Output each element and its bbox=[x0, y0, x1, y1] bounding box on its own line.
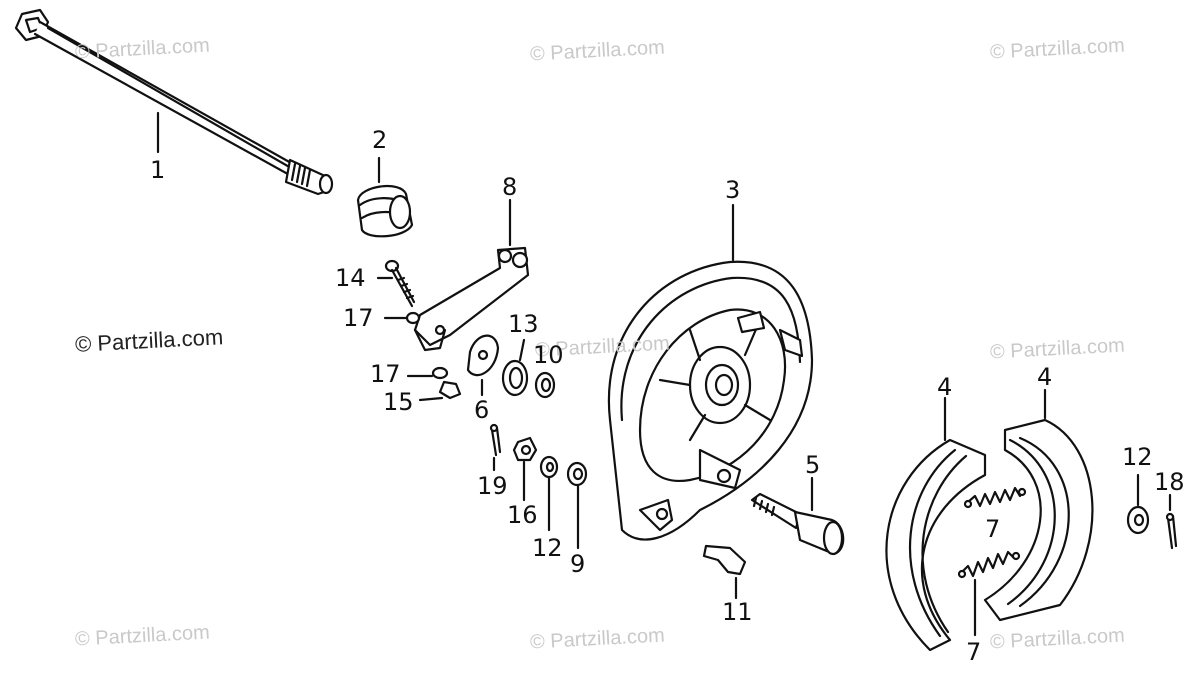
part-spring-lower bbox=[957, 550, 1021, 637]
callout-15: 15 bbox=[383, 388, 414, 416]
part-brake-cam bbox=[750, 476, 845, 556]
part-brake-shoe-left bbox=[885, 396, 987, 652]
part-spring-upper bbox=[963, 486, 1027, 509]
callout-11: 11 bbox=[722, 598, 753, 626]
part-washer-9 bbox=[566, 461, 588, 550]
part-washer-17-upper bbox=[405, 311, 421, 325]
part-cotter-19 bbox=[489, 423, 502, 472]
callout-12: 12 bbox=[532, 534, 563, 562]
callout-14: 14 bbox=[335, 264, 366, 292]
part-brake-panel bbox=[607, 203, 814, 541]
part-pin-11 bbox=[702, 544, 747, 600]
part-nut-16 bbox=[512, 436, 538, 502]
part-collar bbox=[356, 156, 414, 238]
part-bolt-14 bbox=[376, 259, 416, 308]
callout-2: 2 bbox=[372, 126, 388, 154]
callout-9: 9 bbox=[570, 550, 586, 578]
callout-5: 5 bbox=[805, 451, 821, 479]
part-nut-15 bbox=[418, 380, 462, 402]
callout-10: 10 bbox=[533, 341, 564, 369]
callout-12: 12 bbox=[1122, 443, 1153, 471]
callout-6: 6 bbox=[474, 396, 490, 424]
callout-17: 17 bbox=[370, 360, 401, 388]
part-brake-shoe-right bbox=[983, 388, 1094, 622]
callout-4: 4 bbox=[1037, 363, 1053, 391]
part-oring-10 bbox=[534, 371, 556, 399]
callout-13: 13 bbox=[508, 310, 539, 338]
callout-19: 19 bbox=[477, 472, 508, 500]
part-cotter-18 bbox=[1165, 493, 1178, 550]
callout-1: 1 bbox=[150, 156, 166, 184]
callout-3: 3 bbox=[725, 176, 741, 204]
callout-7: 7 bbox=[966, 638, 982, 666]
callout-4: 4 bbox=[937, 373, 953, 401]
callout-8: 8 bbox=[502, 173, 518, 201]
callout-18: 18 bbox=[1154, 468, 1185, 496]
part-plate-6 bbox=[466, 334, 500, 397]
part-seal-13 bbox=[501, 338, 529, 397]
part-axle bbox=[14, 8, 334, 196]
part-brake-arm bbox=[413, 198, 530, 352]
part-washer-12-left bbox=[539, 455, 559, 532]
part-washer-12-right bbox=[1126, 473, 1150, 535]
callout-16: 16 bbox=[507, 501, 538, 529]
callout-17: 17 bbox=[343, 304, 374, 332]
part-washer-17-lower bbox=[431, 366, 449, 380]
callout-7: 7 bbox=[985, 515, 1001, 543]
